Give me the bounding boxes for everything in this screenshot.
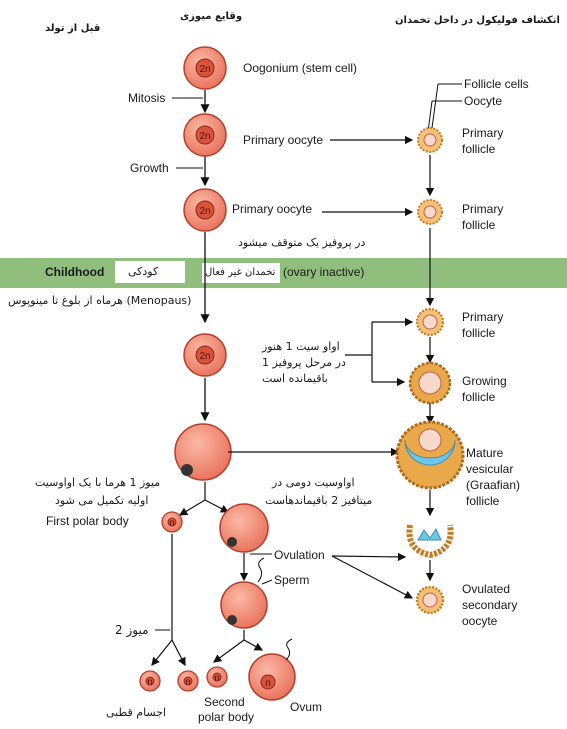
label-primary-3: 2n: [199, 351, 210, 362]
primary-follicle-2-line2: follicle: [462, 218, 496, 232]
secondary-note-line1: اواوسیت دومی در: [272, 476, 355, 489]
mature-follicle-line1: Mature: [466, 446, 504, 460]
label-oogonium: 2n: [199, 64, 210, 75]
primary-follicle-3-line1: Primary: [462, 310, 504, 324]
mature-follicle-line2: vesicular: [466, 462, 514, 476]
label-sperm: Sperm: [274, 573, 310, 587]
label-ovum: n: [265, 678, 271, 689]
primary-follicle-2-line1: Primary: [462, 202, 504, 216]
label-childhood-fa: کودکی: [128, 265, 159, 278]
primary-follicle-1-line2: follicle: [462, 142, 496, 156]
primary-follicle-1-line1: Primary: [462, 126, 504, 140]
label-ovary-inactive: (ovary inactive): [283, 265, 365, 279]
label-second-polar-line2: polar body: [198, 710, 255, 724]
ovulated-line3: oocyte: [462, 614, 498, 628]
secondary-note-line2: میتافیز 2 باقیماندهاست: [265, 494, 373, 507]
label-polar-c: n: [214, 673, 220, 684]
label-primary-oocyte-1: Primary oocyte: [243, 133, 324, 147]
label-primary-oocyte-2: Primary oocyte: [232, 202, 313, 216]
meiosis1-note-line1: میوز 1 هرما با یک اواوسیت: [35, 476, 161, 489]
label-meiosis2: میوز 2: [115, 623, 149, 637]
mature-follicle: [395, 420, 465, 490]
primary-arrest-line3: باقیمانده است: [262, 372, 328, 385]
label-ovulation: Ovulation: [274, 548, 325, 562]
label-primary-1: 2n: [199, 131, 210, 142]
label-oogonium-text: Oogonium (stem cell): [243, 61, 358, 75]
header-follicle-development: انکشاف فولیکول در داخل تخمدان: [395, 15, 560, 26]
mature-follicle-line4: follicle: [466, 494, 500, 508]
spindle-icon: [181, 464, 193, 476]
mature-follicle-line3: (Graafian): [466, 478, 521, 492]
primary-arrest-line2: در مرحل پروفیز 1: [262, 356, 346, 369]
label-primary-2: 2n: [199, 206, 210, 217]
ovulated-line2: secondary: [462, 598, 518, 612]
label-follicle-cells: Follicle cells: [464, 77, 529, 91]
label-childhood: Childhood: [45, 265, 105, 279]
label-ovum-text: Ovum: [290, 700, 323, 714]
label-ovary-fa: تخمدان غیر فعال: [205, 267, 276, 278]
label-second-polar-line1: Second: [204, 695, 245, 709]
label-polar-bodies-fa: اجسام قطبی: [106, 706, 167, 719]
label-polar-1: n: [169, 518, 175, 529]
label-oocyte: Oocyte: [464, 94, 503, 108]
label-growth: Growth: [130, 161, 169, 175]
childhood-fa-box: [115, 261, 185, 283]
label-mitosis: Mitosis: [128, 91, 166, 105]
label-first-polar-body: First polar body: [46, 514, 129, 528]
growing-follicle-line1: Growing: [462, 374, 507, 388]
label-arrested-prophase: در پروفیز یک متوقف میشود: [238, 236, 366, 249]
secondary-oocyte-cell: [219, 503, 269, 553]
ovary-fa-box: [202, 263, 280, 283]
ovulated-line1: Ovulated: [462, 582, 511, 596]
label-polar-a: n: [147, 677, 153, 688]
label-polar-b: n: [185, 677, 191, 688]
label-menopause: (Menopaus) هرماه از بلوغ تا مینوپوس: [8, 294, 192, 307]
primary-follicle-3-line2: follicle: [462, 326, 496, 340]
ruptured-follicle: [406, 524, 454, 559]
header-meiotic-events: وقایع میوزی: [180, 11, 243, 22]
childhood-band: [0, 258, 567, 288]
primary-arrest-line1: اواو سیت 1 هنوز: [262, 340, 340, 353]
header-before-birth: قبل از تولد: [45, 23, 101, 34]
sperm-icon: [257, 557, 265, 583]
growing-follicle-line2: follicle: [462, 390, 496, 404]
meiosis1-note-line2: اولیه تکمیل می شود: [55, 494, 149, 507]
